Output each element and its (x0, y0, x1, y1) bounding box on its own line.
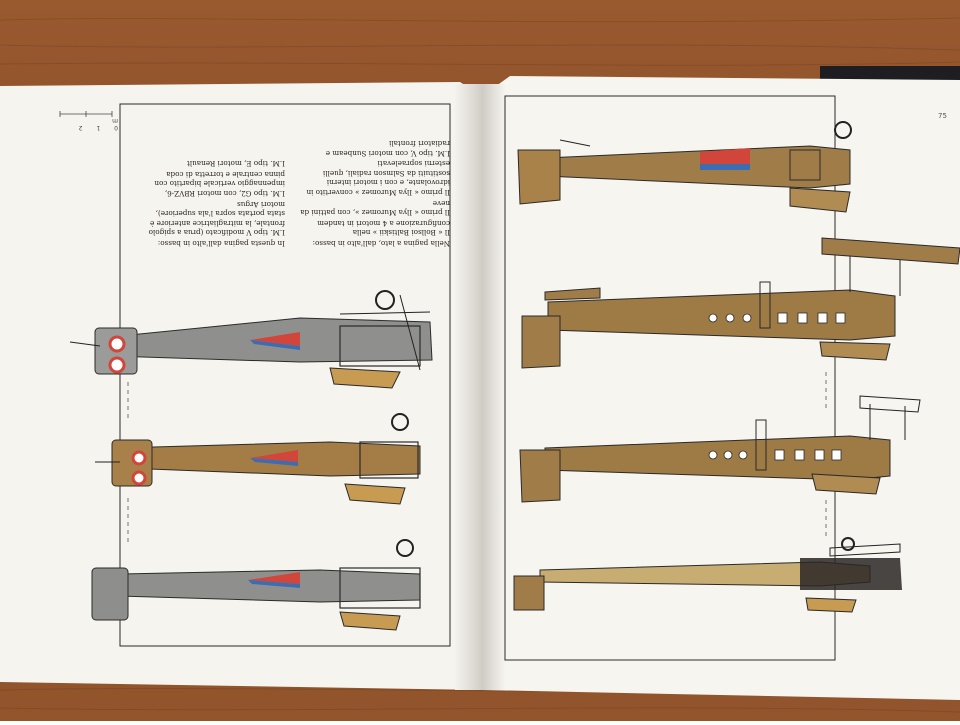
right-page (482, 76, 960, 700)
caption-line: Il « Bollsoi Baltiskii » nella configura… (317, 218, 450, 238)
caption-line: In questa pagina dall'alto in basso: (157, 239, 285, 248)
aircraft-ilya-muromez-first-skis (521, 237, 960, 369)
caption-line: Il primo « Ilya Muromez », con pattini d… (300, 198, 450, 218)
caption-block: Nella pagina a lato, dall'alto in basso:… (130, 118, 450, 248)
aircraft-im-type-e (91, 539, 421, 631)
left-page-frame (119, 103, 451, 647)
wood-grain (0, 17, 960, 713)
caption-line: I.M. tipo V modificato (prua a spigolo f… (148, 199, 285, 238)
aircraft-im-type-g2 (95, 413, 421, 505)
scale-label: 0 1 2 m (72, 117, 118, 131)
caption-line: Nella pagina a lato, dall'alto in basso: (312, 239, 450, 248)
dashed-guides (127, 372, 827, 546)
caption-line: Il primo « Ilya Muromez » convertito in … (306, 159, 450, 198)
book-gutter (455, 84, 505, 690)
aircraft-ilya-muromez-seaplane (519, 395, 921, 503)
caption-line: I.M. tipo G2, con motori RBVZ-6, impenna… (154, 169, 285, 199)
caption-line: I.M. tipo V, con motori Sunbeam e radiat… (325, 139, 450, 158)
aircraft-im-type-v-modified (69, 290, 433, 389)
caption-column-left: Nella pagina a lato, dall'alto in basso:… (300, 137, 450, 248)
aircraft-bolshoi-baltiskii (517, 121, 852, 213)
page-number: 75 (938, 112, 947, 120)
caption-column-right: In questa pagina dall'alto in basso: I.M… (135, 158, 285, 248)
right-page-frame (504, 95, 836, 661)
scale-bar (59, 111, 113, 117)
aircraft-im-type-v-sunbeam (513, 537, 902, 613)
caption-line: I.M. tipo E, motori Renault (186, 159, 285, 169)
